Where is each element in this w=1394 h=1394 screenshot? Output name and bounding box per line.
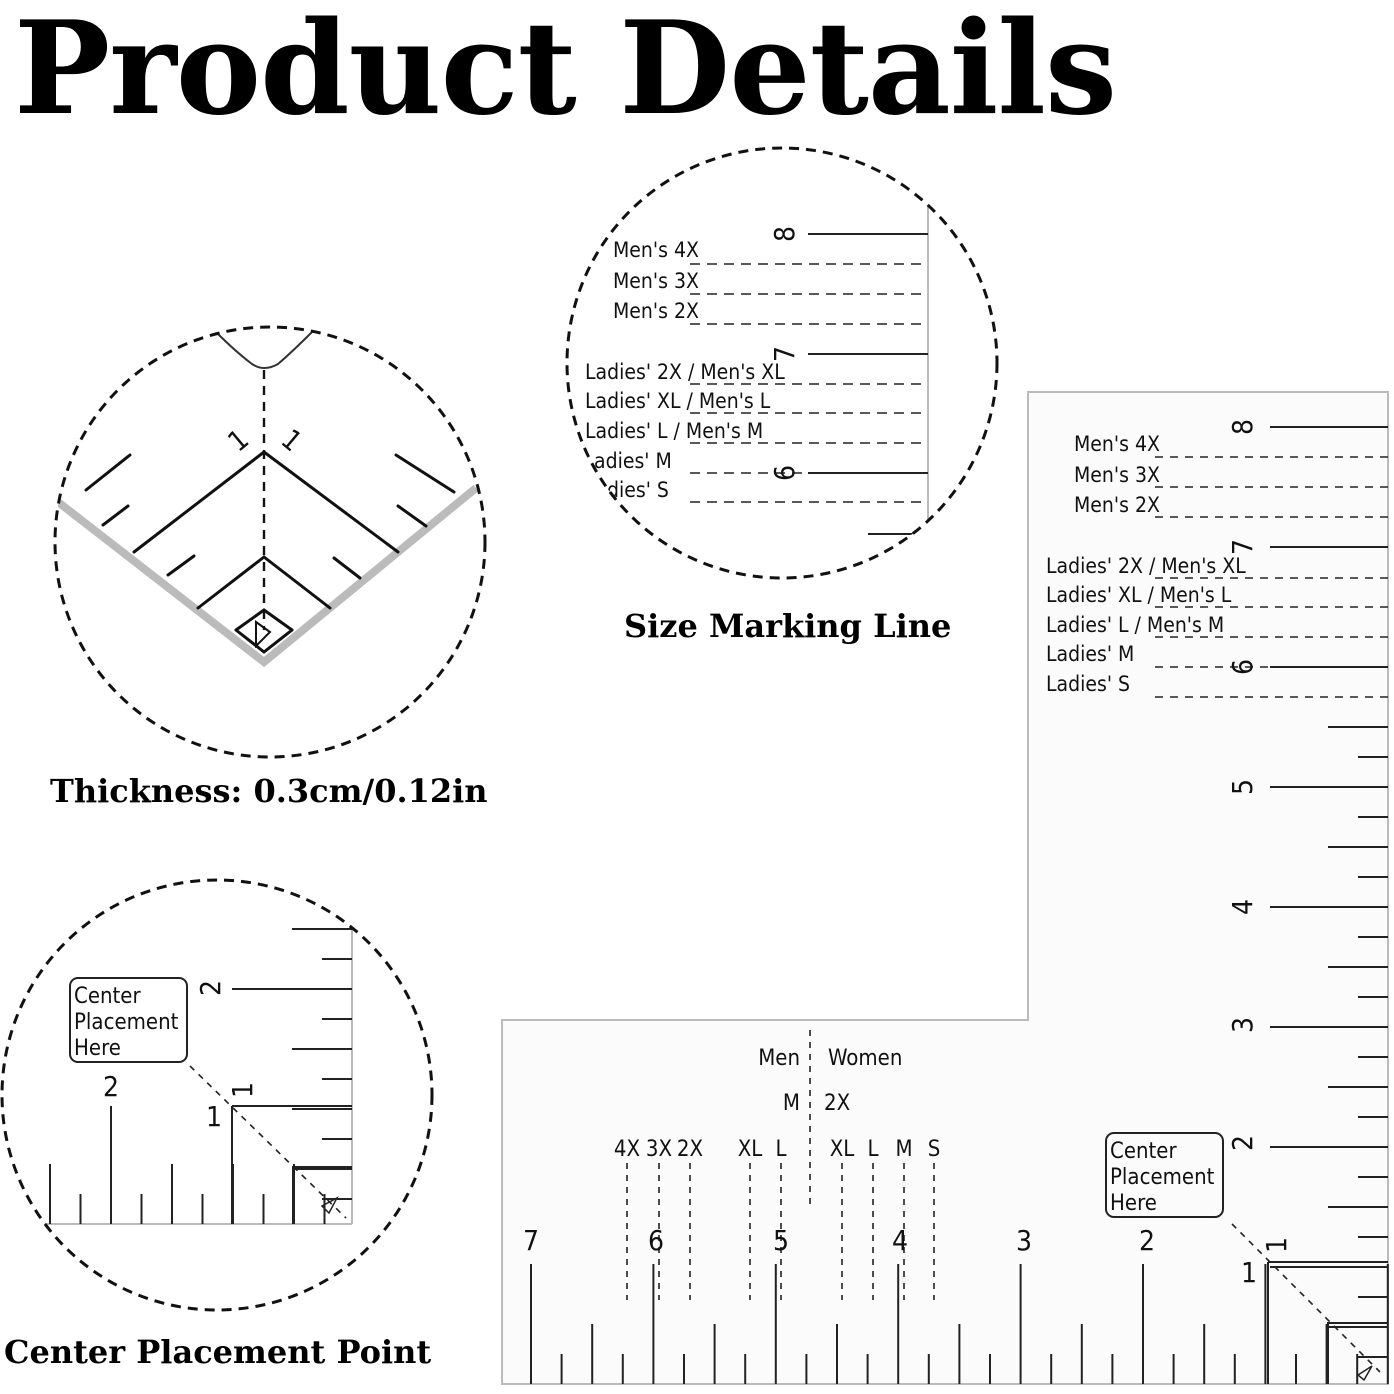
size-label-mens-4x: Men's 4X <box>1074 432 1160 456</box>
ruler-number-5: 5 <box>1226 779 1259 795</box>
h-ruler-number-4: 4 <box>892 1224 908 1257</box>
size-men-l: L <box>775 1137 786 1162</box>
zoom-ruler-number-6: 6 <box>768 465 801 481</box>
svg-text:Men's 4X: Men's 4X <box>613 238 699 262</box>
svg-text:Center: Center <box>1110 1139 1177 1164</box>
size-3x: 3X <box>646 1137 672 1162</box>
svg-text:Ladies' 2X / Men's XL: Ladies' 2X / Men's XL <box>585 360 785 384</box>
h-ruler-number-7: 7 <box>523 1224 539 1257</box>
vertical-ruler-numbers: 8 7 6 5 4 3 2 1 <box>1226 419 1293 1253</box>
women-label: Women <box>828 1046 902 1071</box>
svg-text:dies' S: dies' S <box>607 478 669 502</box>
size-women-xl: XL <box>830 1137 855 1162</box>
ruler-number-1: 1 <box>1260 1237 1293 1253</box>
size-women-l: L <box>867 1137 878 1162</box>
zoom-size-marking: 8 7 6 Men's 4X Men's 3X Men's 2X Ladies'… <box>565 146 999 580</box>
size-men-xl: XL <box>738 1137 763 1162</box>
zoom-thickness: 1 1 <box>53 325 487 759</box>
ruler-number-2: 2 <box>1226 1135 1259 1151</box>
center-placement-box: Center Placement Here <box>1105 1132 1224 1218</box>
size-label-mens-3x: Men's 3X <box>1074 463 1160 487</box>
vertical-size-labels: Men's 4X Men's 3X Men's 2X Ladies' 2X / … <box>1046 432 1246 696</box>
svg-text:Ladies' L / Men's M: Ladies' L / Men's M <box>585 419 763 443</box>
h-ruler-number-1: 1 <box>1241 1256 1257 1289</box>
svg-text:Here: Here <box>74 1036 121 1061</box>
thickness-caption: Thickness: 0.3cm/0.12in <box>50 772 488 810</box>
size-4x: 4X <box>614 1137 640 1162</box>
ruler-number-4: 4 <box>1226 899 1259 915</box>
h-ruler-number-2: 2 <box>1139 1224 1155 1257</box>
ruler-number-8: 8 <box>1226 419 1259 435</box>
size-marking-caption: Size Marking Line <box>624 607 952 645</box>
h-ruler-number-6: 6 <box>648 1224 664 1257</box>
size-2x: 2X <box>677 1137 703 1162</box>
horizontal-size-labels: 4X 3X 2X XL L XL L M S <box>614 1137 940 1162</box>
men-m-label: M <box>783 1091 800 1116</box>
svg-text:adies' M: adies' M <box>594 449 672 473</box>
zoom-thickness-number-right: 1 <box>275 423 308 459</box>
svg-text:Here: Here <box>1110 1191 1157 1216</box>
men-label: Men <box>758 1046 800 1071</box>
zoom-ruler-number-7: 7 <box>768 346 801 362</box>
center-point-caption: Center Placement Point <box>4 1333 432 1371</box>
ruler-number-3: 3 <box>1226 1017 1259 1033</box>
size-label-ladies-2x: Ladies' 2X / Men's XL <box>1046 554 1246 578</box>
size-label-ladies-s: Ladies' S <box>1046 672 1130 696</box>
page-title: Product Details <box>14 0 1117 144</box>
corner-guides <box>1231 1223 1388 1384</box>
ruler-number-6: 6 <box>1226 659 1259 675</box>
svg-text:Ladies' XL / Men's L: Ladies' XL / Men's L <box>585 389 771 413</box>
ruler-body <box>501 391 1389 1385</box>
size-label-mens-2x: Men's 2X <box>1074 493 1160 517</box>
women-2x-label: 2X <box>824 1091 850 1116</box>
zoom-center-number-2h: 2 <box>103 1070 119 1103</box>
svg-text:Men's 2X: Men's 2X <box>613 299 699 323</box>
size-label-ladies-l: Ladies' L / Men's M <box>1046 613 1224 637</box>
h-ruler-number-3: 3 <box>1016 1224 1032 1257</box>
zoom-center-placement: 2 1 2 1 Center Placement Here <box>0 878 434 1312</box>
horizontal-ruler-ticks <box>530 1264 1389 1384</box>
zoom-center-number-1v: 1 <box>226 1082 259 1098</box>
size-label-ladies-xl: Ladies' XL / Men's L <box>1046 583 1232 607</box>
svg-text:Men's 3X: Men's 3X <box>613 269 699 293</box>
horizontal-ruler-numbers: 7 6 5 4 3 2 1 <box>523 1224 1257 1289</box>
zoom-thickness-number-left: 1 <box>222 423 255 459</box>
size-women-m: M <box>895 1137 912 1162</box>
svg-text:Placement: Placement <box>1110 1165 1215 1190</box>
men-women-header: Men Women M 2X <box>758 1030 902 1210</box>
zoom-center-number-1h: 1 <box>206 1100 222 1133</box>
ruler-number-7: 7 <box>1226 539 1259 555</box>
svg-text:Placement: Placement <box>74 1010 179 1035</box>
zoom-ruler-number-8: 8 <box>768 226 801 242</box>
size-women-s: S <box>928 1137 941 1162</box>
vertical-ruler-ticks <box>1270 426 1388 1358</box>
size-label-ladies-m: Ladies' M <box>1046 642 1134 666</box>
svg-text:Center: Center <box>74 984 141 1009</box>
h-ruler-number-5: 5 <box>773 1224 789 1257</box>
zoom-center-number-2v: 2 <box>194 980 227 996</box>
